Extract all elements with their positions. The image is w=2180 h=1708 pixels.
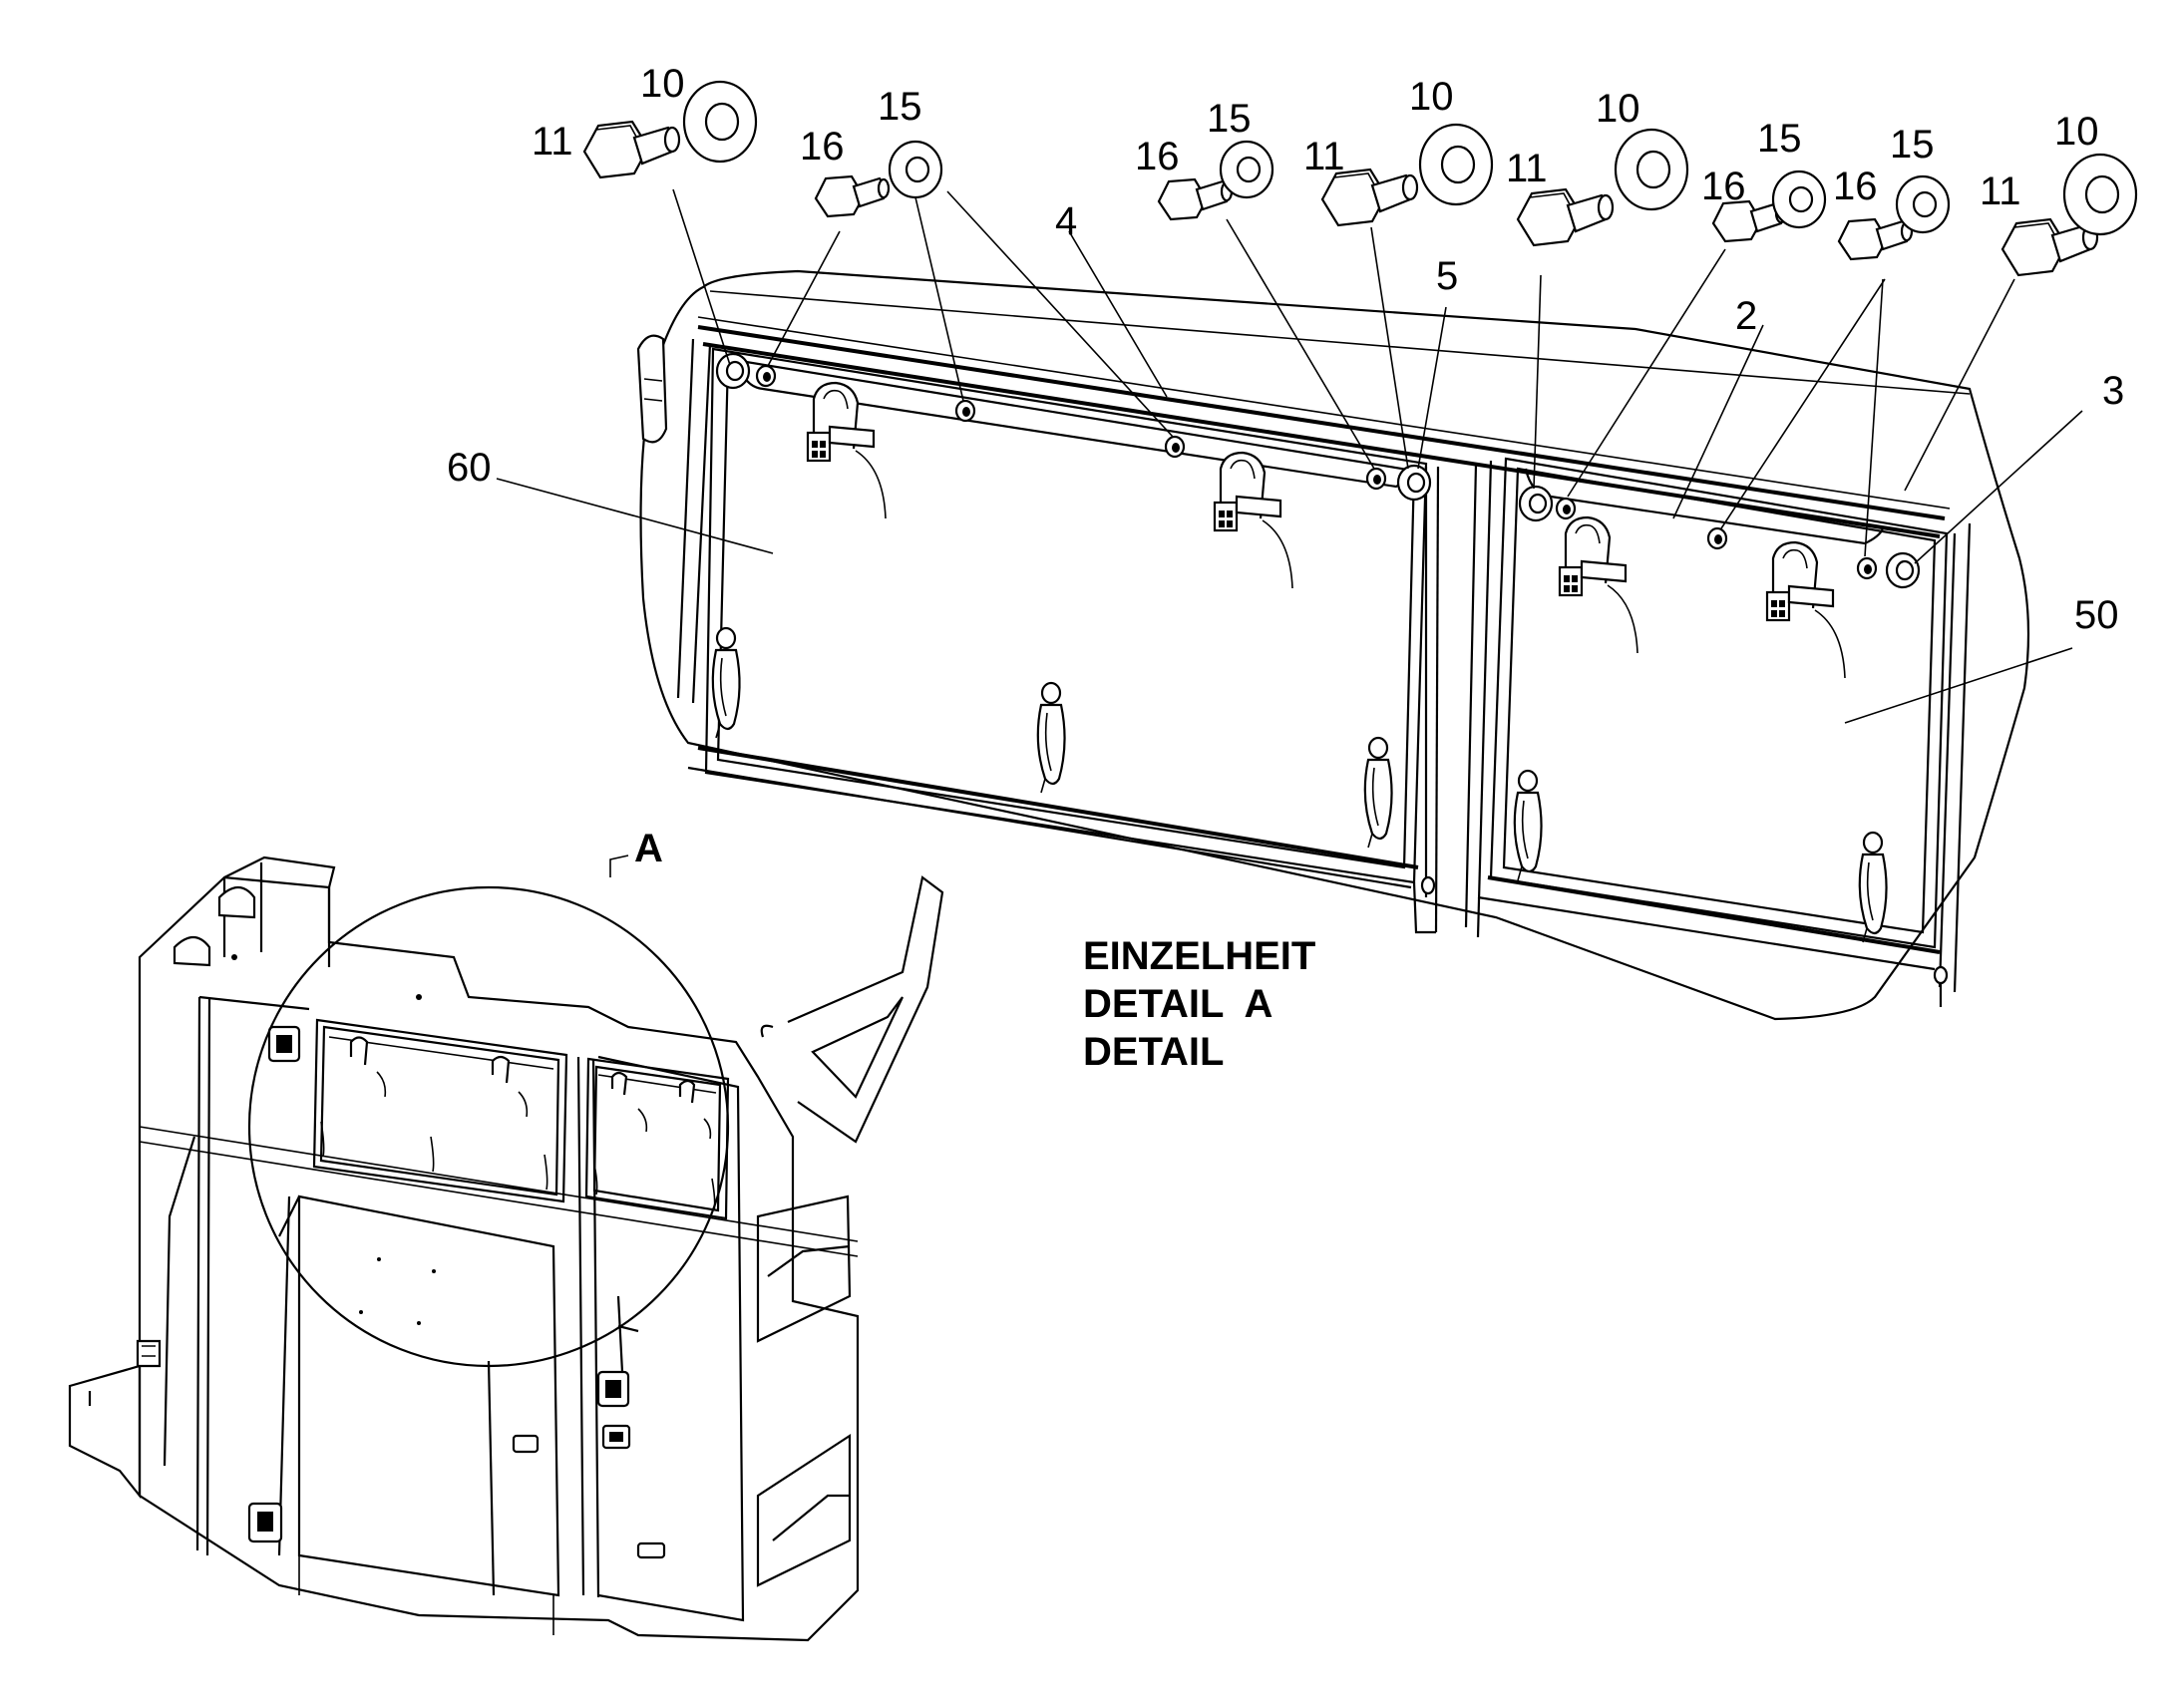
bolt-16-icon <box>814 174 891 218</box>
callout-16: 16 <box>1833 165 1878 208</box>
callout-11: 11 <box>1303 135 1345 178</box>
callout-11: 11 <box>532 120 573 164</box>
detail-title-line-1: EINZELHEIT <box>1083 934 1315 978</box>
washer-10-icon <box>1614 128 1689 211</box>
washer-15-icon <box>888 140 943 199</box>
callout-50: 50 <box>2074 593 2119 637</box>
washer-10-icon <box>2062 153 2138 236</box>
callout-11: 11 <box>1980 170 2021 213</box>
washer-10-icon <box>1418 123 1494 206</box>
detail-a-view <box>496 80 2138 1021</box>
bolt-16-icon <box>1837 217 1914 261</box>
washer-10-icon <box>682 80 758 164</box>
callout-2: 2 <box>1735 294 1757 338</box>
detail-callout-letter: A <box>634 827 663 870</box>
overview-view <box>68 854 944 1642</box>
callout-4: 4 <box>1055 199 1077 243</box>
washer-15-icon <box>1771 170 1827 229</box>
callout-15: 15 <box>1890 123 1935 167</box>
callout-16: 16 <box>800 125 845 169</box>
detail-title-line-2: DETAIL A <box>1083 982 1272 1026</box>
callout-15: 15 <box>1207 97 1252 141</box>
washer-15-icon <box>1895 174 1951 234</box>
detail-title-line-3: DETAIL <box>1083 1030 1224 1074</box>
callout-60: 60 <box>447 446 492 490</box>
bolt-11-icon <box>582 120 681 179</box>
callout-10: 10 <box>640 62 685 106</box>
callout-15: 15 <box>878 85 922 129</box>
washer-15-icon <box>1219 140 1274 199</box>
callout-5: 5 <box>1436 254 1458 298</box>
callout-10: 10 <box>1409 75 1454 119</box>
callout-16: 16 <box>1701 165 1746 208</box>
callout-3: 3 <box>2102 369 2124 413</box>
bolt-11-icon <box>1516 187 1615 247</box>
callout-10: 10 <box>1596 87 1640 131</box>
callout-11: 11 <box>1506 147 1548 190</box>
bolt-16-icon <box>1157 177 1234 221</box>
callout-10: 10 <box>2054 110 2099 154</box>
callout-16: 16 <box>1135 135 1180 178</box>
callout-15: 15 <box>1757 117 1802 161</box>
